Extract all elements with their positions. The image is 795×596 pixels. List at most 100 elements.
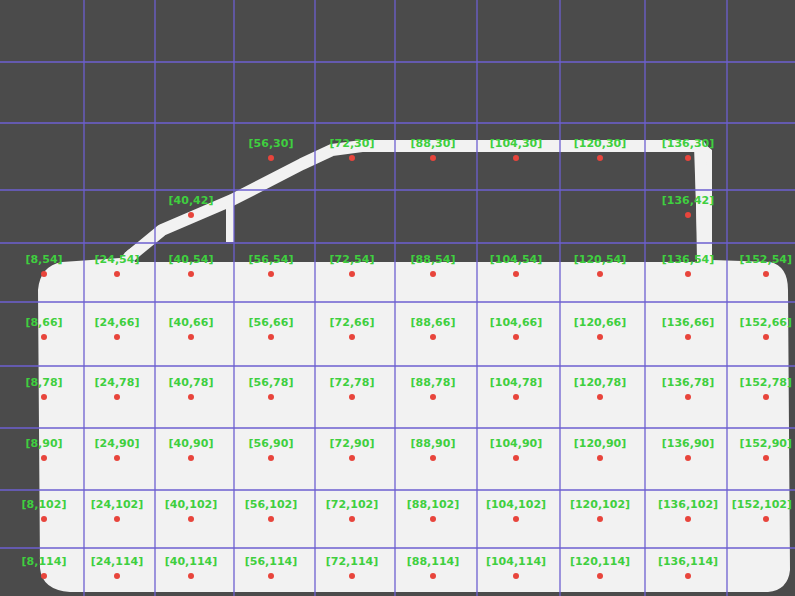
cell-center-dot — [114, 455, 120, 461]
coordinate-label: [40,102] — [165, 499, 218, 510]
coordinate-label: [72,90] — [330, 438, 375, 449]
cell-center-dot — [188, 516, 194, 522]
coordinate-label: [40,42] — [169, 195, 214, 206]
grid-line — [726, 0, 727, 596]
coordinate-label: [40,114] — [165, 556, 218, 567]
grid-line — [233, 0, 234, 596]
coordinate-label: [120,54] — [574, 254, 627, 265]
coordinate-label: [104,114] — [486, 556, 546, 567]
grid-line — [83, 0, 84, 596]
coordinate-label: [88,30] — [411, 138, 456, 149]
cell-center-dot — [349, 455, 355, 461]
cell-center-dot — [188, 394, 194, 400]
coordinate-label: [56,30] — [249, 138, 294, 149]
cell-center-dot — [268, 334, 274, 340]
cell-center-dot — [349, 516, 355, 522]
grid-line — [0, 189, 795, 190]
coordinate-label: [56,54] — [249, 254, 294, 265]
cell-center-dot — [114, 573, 120, 579]
coordinate-label: [56,66] — [249, 317, 294, 328]
grid-line — [0, 365, 795, 366]
cell-center-dot — [41, 455, 47, 461]
grid-line — [0, 242, 795, 243]
coordinate-label: [40,78] — [169, 377, 214, 388]
coordinate-label: [24,54] — [95, 254, 140, 265]
cell-center-dot — [430, 516, 436, 522]
coordinate-label: [152,78] — [739, 377, 792, 388]
cell-center-dot — [114, 334, 120, 340]
cell-center-dot — [597, 516, 603, 522]
coordinate-label: [136,90] — [662, 438, 715, 449]
coordinate-label: [136,30] — [662, 138, 715, 149]
cell-center-dot — [685, 212, 691, 218]
cell-center-dot — [268, 271, 274, 277]
coordinate-label: [104,90] — [490, 438, 543, 449]
cell-center-dot — [685, 573, 691, 579]
coordinate-label: [72,30] — [330, 138, 375, 149]
cell-center-dot — [685, 394, 691, 400]
grid-line — [644, 0, 645, 596]
cell-center-dot — [597, 394, 603, 400]
cell-center-dot — [763, 334, 769, 340]
coordinate-label: [88,102] — [407, 499, 460, 510]
coordinate-label: [72,78] — [330, 377, 375, 388]
coordinate-label: [24,78] — [95, 377, 140, 388]
grid-line — [0, 427, 795, 428]
coordinate-label: [120,66] — [574, 317, 627, 328]
coordinate-label: [104,54] — [490, 254, 543, 265]
coordinate-label: [88,66] — [411, 317, 456, 328]
cell-center-dot — [597, 334, 603, 340]
grid-line — [0, 301, 795, 302]
cell-center-dot — [188, 271, 194, 277]
coordinate-label: [104,66] — [490, 317, 543, 328]
coordinate-label: [104,102] — [486, 499, 546, 510]
coordinate-label: [88,90] — [411, 438, 456, 449]
cell-center-dot — [513, 394, 519, 400]
cell-center-dot — [513, 271, 519, 277]
coordinate-label: [40,90] — [169, 438, 214, 449]
coordinate-label: [120,30] — [574, 138, 627, 149]
cell-center-dot — [763, 394, 769, 400]
grid-line — [476, 0, 477, 596]
cell-center-dot — [430, 394, 436, 400]
cell-center-dot — [430, 155, 436, 161]
coordinate-label: [152,90] — [739, 438, 792, 449]
coordinate-label: [136,102] — [658, 499, 718, 510]
cell-center-dot — [114, 394, 120, 400]
cell-center-dot — [763, 516, 769, 522]
coordinate-label: [72,114] — [326, 556, 379, 567]
grid-line — [0, 547, 795, 548]
coordinate-label: [24,114] — [91, 556, 144, 567]
grid-line — [0, 61, 795, 62]
coordinate-label: [56,114] — [245, 556, 298, 567]
cell-center-dot — [268, 394, 274, 400]
cell-center-dot — [268, 155, 274, 161]
cell-center-dot — [597, 155, 603, 161]
cell-center-dot — [430, 271, 436, 277]
cell-center-dot — [763, 455, 769, 461]
cell-center-dot — [597, 271, 603, 277]
coordinate-label: [56,78] — [249, 377, 294, 388]
cell-center-dot — [685, 516, 691, 522]
cell-center-dot — [41, 573, 47, 579]
coordinate-label: [104,78] — [490, 377, 543, 388]
cell-center-dot — [430, 455, 436, 461]
coordinate-label: [120,114] — [570, 556, 630, 567]
coordinate-label: [136,42] — [662, 195, 715, 206]
grid-line — [394, 0, 395, 596]
free-space-handle — [128, 146, 704, 262]
coordinate-label: [120,90] — [574, 438, 627, 449]
cell-center-dot — [114, 271, 120, 277]
cell-center-dot — [513, 573, 519, 579]
cell-center-dot — [597, 573, 603, 579]
cell-center-dot — [268, 573, 274, 579]
coordinate-label: [152,102] — [732, 499, 792, 510]
cell-centers — [41, 155, 769, 579]
cell-center-dot — [349, 155, 355, 161]
cell-center-dot — [349, 573, 355, 579]
coordinate-label: [72,66] — [330, 317, 375, 328]
cell-center-dot — [430, 573, 436, 579]
grid-line — [0, 122, 795, 123]
